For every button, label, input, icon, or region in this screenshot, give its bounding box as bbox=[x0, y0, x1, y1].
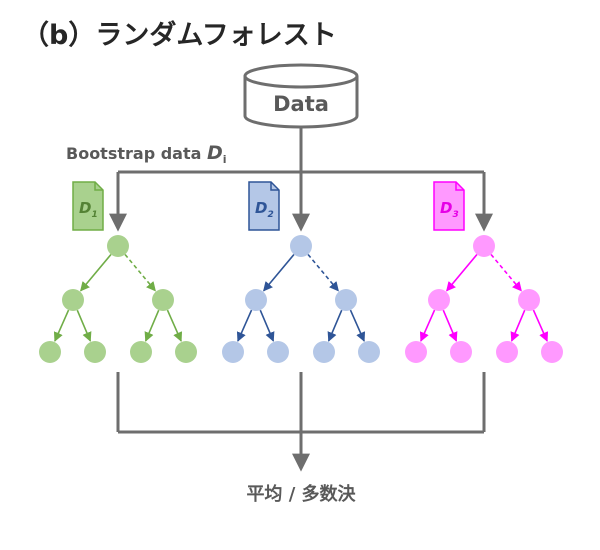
document-icon bbox=[72, 181, 104, 231]
dataset-label-3: D3 bbox=[440, 199, 459, 220]
tree-edge bbox=[442, 309, 458, 342]
database-cylinder: Data bbox=[243, 63, 359, 129]
tree-edge bbox=[53, 309, 70, 342]
tree-inner-node bbox=[152, 289, 174, 311]
tree-root-node bbox=[107, 235, 129, 257]
tree-edge bbox=[490, 253, 522, 292]
decision-tree-2 bbox=[222, 235, 380, 363]
tree-edge bbox=[307, 253, 339, 292]
connector-lines bbox=[109, 128, 493, 472]
dataset-doc-3: D3 bbox=[433, 181, 465, 231]
tree-edge bbox=[80, 253, 112, 292]
tree-inner-node bbox=[245, 289, 267, 311]
document-icon bbox=[433, 181, 465, 231]
decision-trees bbox=[39, 235, 563, 363]
decision-tree-1 bbox=[39, 235, 197, 363]
dataset-doc-1: D1 bbox=[72, 181, 104, 231]
bootstrap-label: Bootstrap data Di bbox=[66, 142, 227, 166]
tree-edge bbox=[263, 253, 295, 292]
tree-edge bbox=[327, 309, 343, 342]
tree-root-node bbox=[290, 235, 312, 257]
tree-inner-node bbox=[335, 289, 357, 311]
tree-leaf-node bbox=[541, 341, 563, 363]
tree-edge bbox=[76, 309, 92, 342]
dataset-label-1: D1 bbox=[79, 199, 98, 220]
tree-edge bbox=[419, 309, 436, 342]
tree-edge bbox=[259, 309, 275, 342]
tree-edge bbox=[124, 253, 156, 292]
tree-leaf-node bbox=[267, 341, 289, 363]
tree-leaf-node bbox=[84, 341, 106, 363]
tree-leaf-node bbox=[39, 341, 61, 363]
dataset-doc-2: D2 bbox=[248, 181, 280, 231]
tree-leaf-node bbox=[222, 341, 244, 363]
tree-root-node bbox=[473, 235, 495, 257]
database-label: Data bbox=[273, 92, 329, 116]
document-icon bbox=[248, 181, 280, 231]
bootstrap-sub: i bbox=[223, 153, 227, 166]
tree-inner-node bbox=[428, 289, 450, 311]
dataset-label-2: D2 bbox=[255, 199, 274, 220]
tree-leaf-node bbox=[175, 341, 197, 363]
tree-leaf-node bbox=[405, 341, 427, 363]
tree-edge bbox=[532, 309, 549, 342]
tree-edge bbox=[166, 309, 183, 342]
tree-inner-node bbox=[518, 289, 540, 311]
tree-leaf-node bbox=[450, 341, 472, 363]
tree-inner-node bbox=[62, 289, 84, 311]
decision-tree-3 bbox=[405, 235, 563, 363]
tree-edge bbox=[349, 309, 366, 342]
tree-leaf-node bbox=[358, 341, 380, 363]
tree-leaf-node bbox=[130, 341, 152, 363]
diagram-title: （b）ランダムフォレスト bbox=[22, 19, 337, 51]
tree-edge bbox=[144, 309, 160, 342]
tree-edge bbox=[446, 253, 478, 292]
bootstrap-text: Bootstrap data bbox=[66, 144, 207, 163]
tree-leaf-node bbox=[313, 341, 335, 363]
aggregation-label: 平均 / 多数決 bbox=[246, 483, 356, 505]
tree-edge bbox=[236, 309, 253, 342]
bootstrap-var: D bbox=[207, 142, 223, 164]
tree-leaf-node bbox=[496, 341, 518, 363]
tree-edge bbox=[510, 309, 526, 342]
